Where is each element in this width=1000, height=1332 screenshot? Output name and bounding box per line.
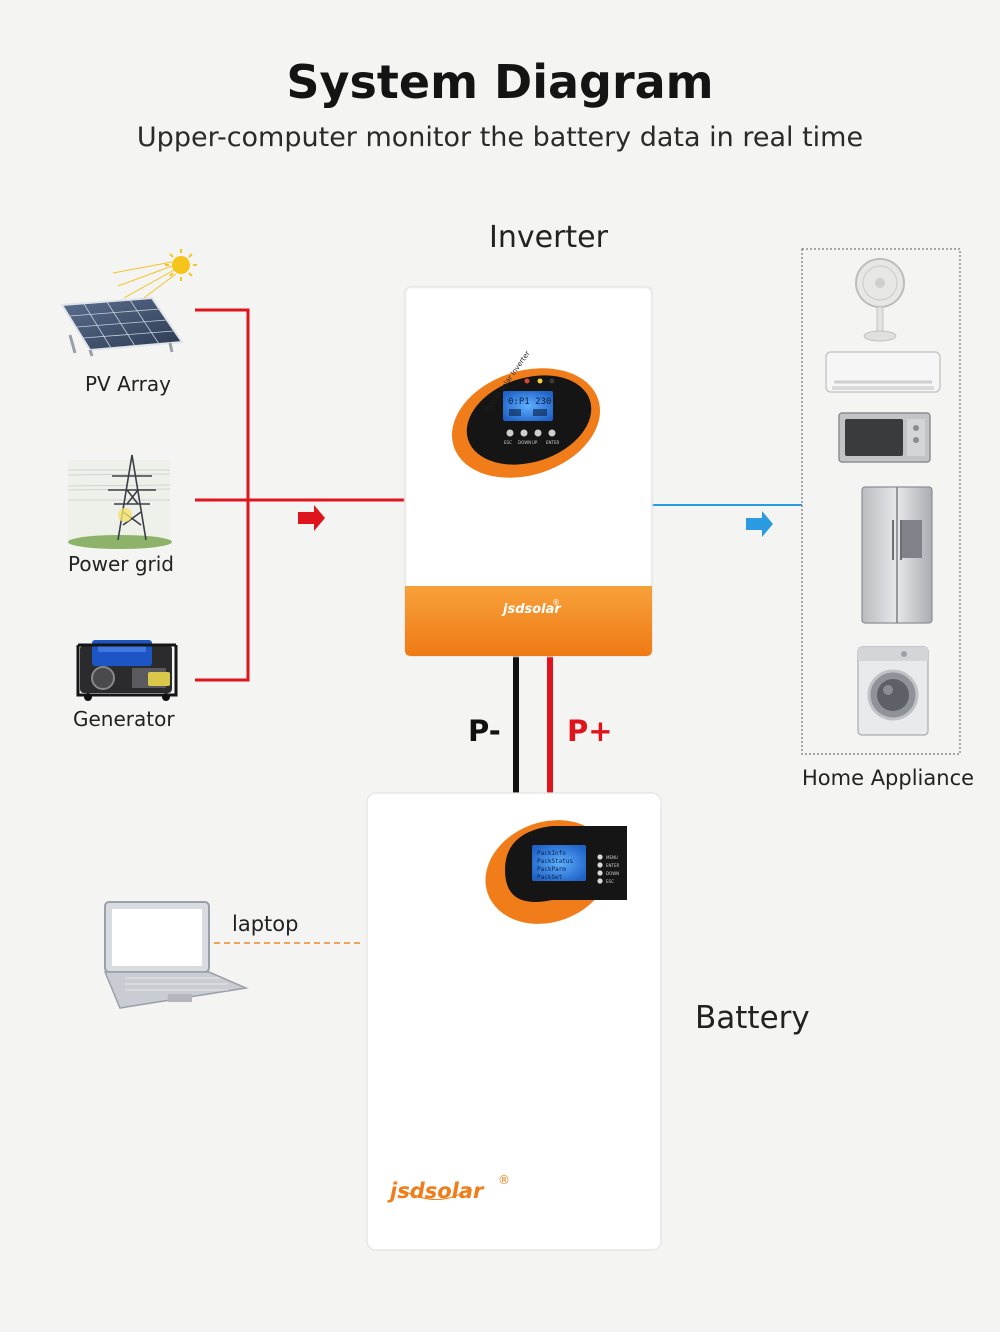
pv-array-label: PV Array (85, 372, 171, 396)
svg-text:PackParm: PackParm (537, 866, 566, 873)
svg-text:ENTER: ENTER (606, 863, 619, 868)
battery-cables (513, 656, 553, 795)
battery-label: Battery (695, 1000, 810, 1036)
battery-buttons (597, 854, 603, 884)
svg-text:ESC: ESC (606, 879, 614, 884)
laptop-icon (103, 901, 249, 1009)
input-wiring (195, 308, 405, 682)
battery-menu: PackInfo PackStatus PackParm PackSet (537, 850, 574, 881)
page-title: System Diagram (286, 55, 714, 109)
output-arrow-icon (746, 511, 773, 537)
svg-text:PackStatus: PackStatus (537, 858, 574, 865)
input-arrow-icon (298, 505, 325, 531)
sun-icon (112, 249, 197, 307)
power-tower-icon (67, 454, 172, 549)
svg-text:PackInfo: PackInfo (537, 850, 566, 857)
inverter-indicators (524, 378, 555, 384)
generator-label: Generator (73, 707, 175, 731)
negative-cable-label: P- (468, 714, 501, 748)
svg-text:MENU: MENU (606, 855, 618, 860)
microwave-icon (838, 412, 931, 463)
inverter-buttons (506, 429, 556, 437)
inverter-brand: jsdsolar (501, 602, 562, 617)
appliance-box (801, 248, 961, 755)
svg-text:®: ® (498, 1173, 510, 1187)
laptop-label: laptop (232, 912, 299, 936)
inverter-label: Inverter (489, 220, 608, 255)
inverter-button-caption: UP (532, 440, 538, 445)
fan-icon (855, 258, 905, 342)
svg-text:PackSet: PackSet (537, 874, 563, 881)
page-subtitle: Upper-computer monitor the battery data … (136, 122, 864, 153)
positive-cable-label: P+ (567, 714, 613, 748)
inverter-unit: 0:P1 230 Hybrid Solar Inverter jsdsolar … (403, 285, 654, 658)
svg-text:DOWN: DOWN (606, 871, 619, 876)
inverter-button-caption: ENTER (546, 440, 559, 445)
solar-panel-icon (60, 296, 184, 357)
inverter-lcd-readout: 0:P1 230 (508, 397, 551, 407)
inverter-button-caption: DOWN (518, 440, 531, 445)
power-grid-label: Power grid (68, 552, 174, 576)
battery-unit: PackInfo PackStatus PackParm PackSet MEN… (366, 792, 662, 1251)
svg-text:®: ® (552, 598, 560, 607)
home-appliance-label: Home Appliance (802, 766, 975, 790)
output-wiring (652, 504, 802, 537)
washing-machine-icon (857, 646, 929, 736)
air-conditioner-icon (825, 351, 941, 393)
battery-lcd (532, 845, 586, 881)
refrigerator-icon (861, 486, 933, 624)
generator-icon (76, 640, 178, 701)
inverter-button-caption: ESC (504, 440, 512, 445)
